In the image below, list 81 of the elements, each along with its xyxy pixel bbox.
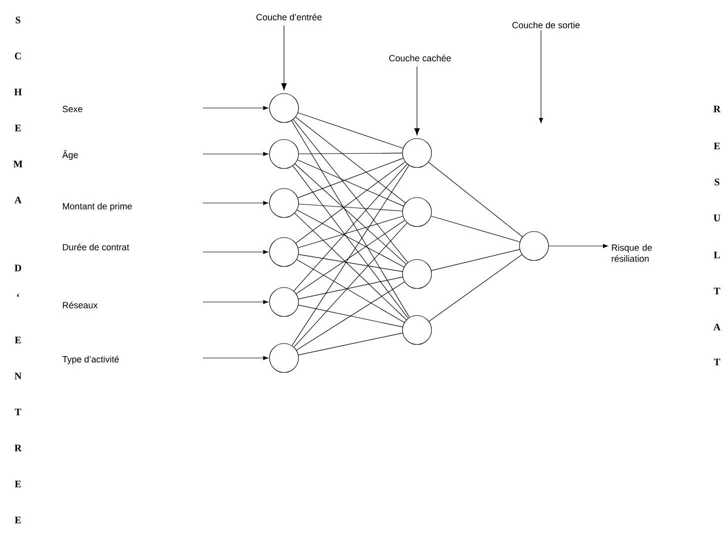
heading-letter: ‘ [17,294,20,297]
connection-line [296,220,406,294]
arrow [202,106,268,110]
heading-letter: S [16,16,20,24]
connection-line [294,222,408,348]
layer-label: Couche cachée [389,54,451,62]
connection-line [292,165,410,346]
connection-line [292,166,408,318]
connection-line [294,164,406,264]
connection-line [297,160,404,206]
heading-letter: A [14,196,22,204]
connection-line [295,116,406,204]
arrow [281,25,287,90]
heading-letter: L [714,252,720,258]
neuron-circle [269,343,299,373]
input-label: Sexe [62,106,82,112]
neuron-circle [269,287,299,317]
arrow [202,250,268,254]
arrow [202,300,268,304]
connection-line [298,112,404,149]
neuron-circle [402,197,432,227]
connection-line [294,212,407,320]
layer-label: Couche d’entrée [256,14,322,20]
heading-letter: T [714,288,720,294]
connection-line [294,164,408,292]
connection-line [428,162,523,238]
arrow [202,200,268,206]
heading-letter: E [714,142,720,150]
neuron-circle [269,237,299,267]
heading-letter: T [14,408,22,416]
arrow [414,66,420,136]
heading-letter: R [714,106,721,112]
neuron-circle [519,231,549,261]
input-label: Montant de prime [62,202,132,212]
heading-letter: C [14,52,21,60]
connection-line [298,216,404,248]
layer-label: Couche de sortie [512,22,580,28]
heading-letter: E [14,124,21,132]
connection-line [296,210,404,268]
neuron-circle [402,138,432,168]
output-label: Risque de résiliation [612,244,652,262]
connection-line [431,249,520,271]
connection-line [298,304,403,328]
connection-line [428,254,522,322]
heading-letter: H [14,88,22,96]
heading-letter: S [714,178,720,186]
heading-letter: E [14,336,21,344]
arrow [538,30,544,124]
heading-letter: E [14,480,21,488]
heading-letter: R [14,444,22,452]
connection-line [298,158,404,198]
neuron-circle [402,315,432,345]
connection-line [430,216,520,242]
arrow [202,356,268,360]
arrow [548,244,608,248]
connection-line [296,259,405,323]
connection-line [296,282,405,350]
heading-letter: E [14,516,21,524]
neuron-circle [269,93,299,123]
heading-letter: D [14,264,22,272]
neuron-circle [269,188,299,218]
input-label: Réseaux [62,302,98,308]
connection-line [296,162,406,244]
connection-line [298,152,402,154]
input-label: Durée de contrat [62,244,130,250]
heading-letter: N [14,372,22,380]
connection-line [298,204,403,212]
neuron-circle [402,259,432,289]
heading-letter: T [714,358,720,366]
heading-letter: A [713,324,721,330]
heading-letter: U [714,214,720,222]
neuron-circle [269,139,299,169]
connection-line [298,254,403,272]
connection-line [291,120,410,318]
arrow [202,152,268,156]
connection-line [298,276,403,300]
connection-line [298,332,403,356]
input-label: Type d’activité [62,356,119,364]
heading-letter: M [13,160,22,168]
input-label: Âge [62,150,78,160]
connection-line [292,119,408,263]
